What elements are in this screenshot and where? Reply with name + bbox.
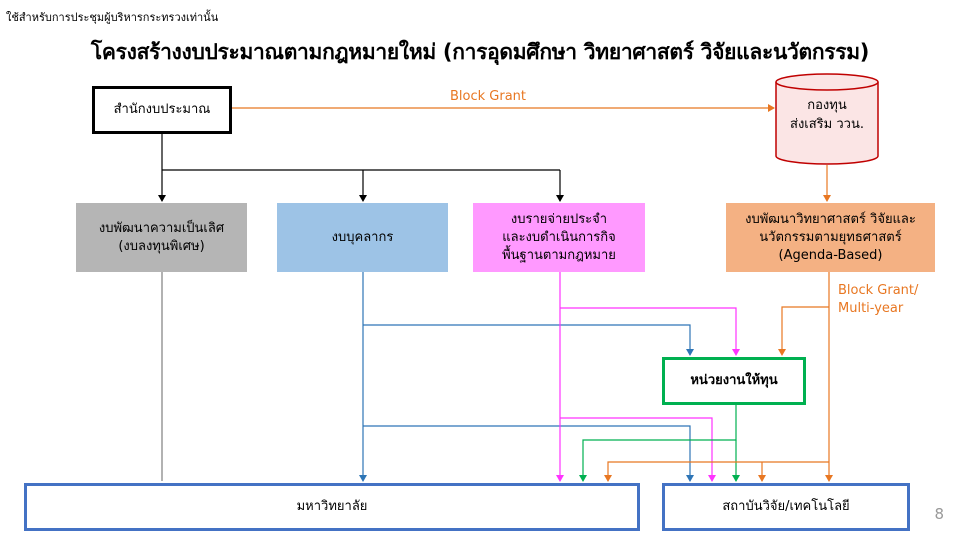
university-box: มหาวิทยาลัย xyxy=(24,483,640,531)
research-institute-box: สถาบันวิจัย/เทคโนโลยี xyxy=(662,483,910,531)
page-number: 8 xyxy=(934,505,944,523)
page-title: โครงสร้างงบประมาณตามกฎหมายใหม่ (การอุดมศ… xyxy=(90,40,870,64)
funding-agency-box: หน่วยงานให้ทุน xyxy=(662,357,806,405)
excellence-budget-box: งบพัฒนาความเป็นเลิศ (งบลงทุนพิเศษ) xyxy=(76,203,247,272)
block-grant-multiyear-label: Block Grant/ Multi-year xyxy=(838,283,919,316)
budget-bureau-box: สำนักงบประมาณ xyxy=(92,86,232,134)
fund-cylinder xyxy=(775,73,879,165)
block-grant-label: Block Grant xyxy=(450,89,527,104)
operating-budget-box: งบรายจ่ายประจำ และงบดำเนินการกิจ พื้นฐาน… xyxy=(473,203,645,272)
personnel-budget-box: งบบุคลากร xyxy=(277,203,448,272)
fund-label: กองทุน ส่งเสริม ววน. xyxy=(790,98,864,132)
confidential-note: ใช้สำหรับการประชุมผู้บริหารกระทรวงเท่านั… xyxy=(6,11,219,24)
edge-agenda xyxy=(604,272,833,482)
edge-funding-agency xyxy=(579,405,740,482)
edge-budget-tree xyxy=(158,134,564,202)
edge-operating xyxy=(556,272,740,482)
edge-personnel xyxy=(359,272,694,482)
agenda-budget-box: งบพัฒนาวิทยาศาสตร์ วิจัยและ นวัตกรรมตามย… xyxy=(726,203,935,272)
